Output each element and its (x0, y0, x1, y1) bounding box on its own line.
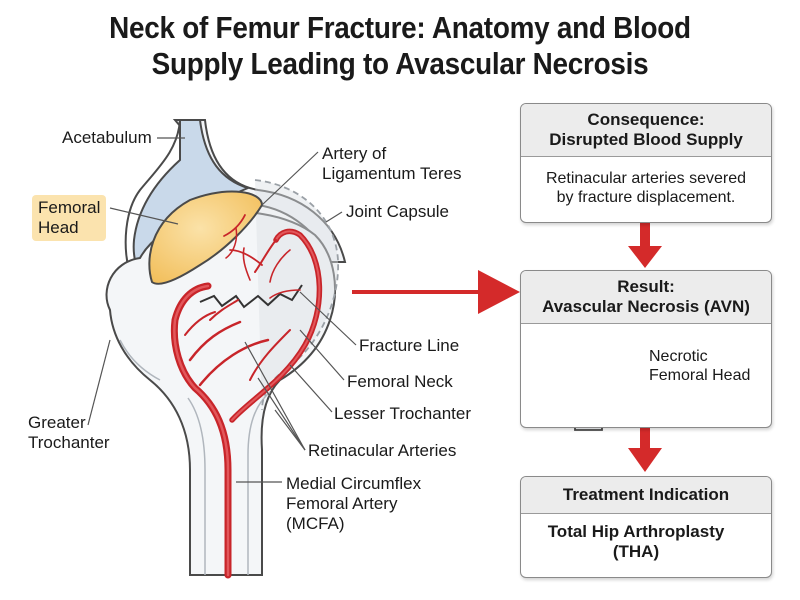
consequence-body: Retinacular arteries severed by fracture… (545, 170, 747, 206)
treatment-title: Treatment Indication (521, 477, 771, 514)
title-line-1: Neck of Femur Fracture: Anatomy and Bloo… (109, 10, 691, 45)
joint-capsule (254, 179, 339, 411)
diagram-title: Neck of Femur Fracture: Anatomy and Bloo… (40, 10, 760, 82)
label-femoral-head: Femoral Head (32, 195, 107, 241)
result-box: Result: Avascular Necrosis (AVN) Necroti… (520, 270, 772, 428)
label-femoral-neck: Femoral Neck (347, 372, 453, 391)
consequence-title: Consequence: Disrupted Blood Supply (521, 104, 771, 157)
result-title: Result: Avascular Necrosis (AVN) (521, 271, 771, 324)
label-joint-capsule: Joint Capsule (346, 202, 450, 221)
label-acetabulum: Acetabulum (62, 128, 152, 147)
result-body: Necrotic Femoral Head (649, 348, 751, 384)
label-artery-ligamentum-teres: Artery of Ligamentum Teres (322, 144, 462, 183)
fracture-line (199, 284, 303, 309)
label-lesser-trochanter: Lesser Trochanter (334, 404, 472, 423)
consequence-box: Consequence: Disrupted Blood Supply Reti… (520, 103, 772, 223)
title-line-2: Supply Leading to Avascular Necrosis (151, 46, 649, 81)
label-mcfa: Medial Circumflex Femoral Artery (MCFA) (286, 474, 422, 533)
arrow-result-to-treatment (628, 426, 662, 472)
treatment-body: Total Hip Arthroplasty (THA) (547, 522, 725, 561)
label-greater-trochanter: Greater Trochanter (28, 413, 110, 452)
label-retinacular-arteries: Retinacular Arteries (308, 441, 457, 460)
label-fracture-line: Fracture Line (359, 336, 460, 355)
arrow-to-result (352, 270, 520, 314)
treatment-box: Treatment Indication Total Hip Arthropla… (520, 476, 772, 578)
arrow-consequence-to-result (628, 222, 662, 268)
femoral-head (148, 190, 264, 285)
